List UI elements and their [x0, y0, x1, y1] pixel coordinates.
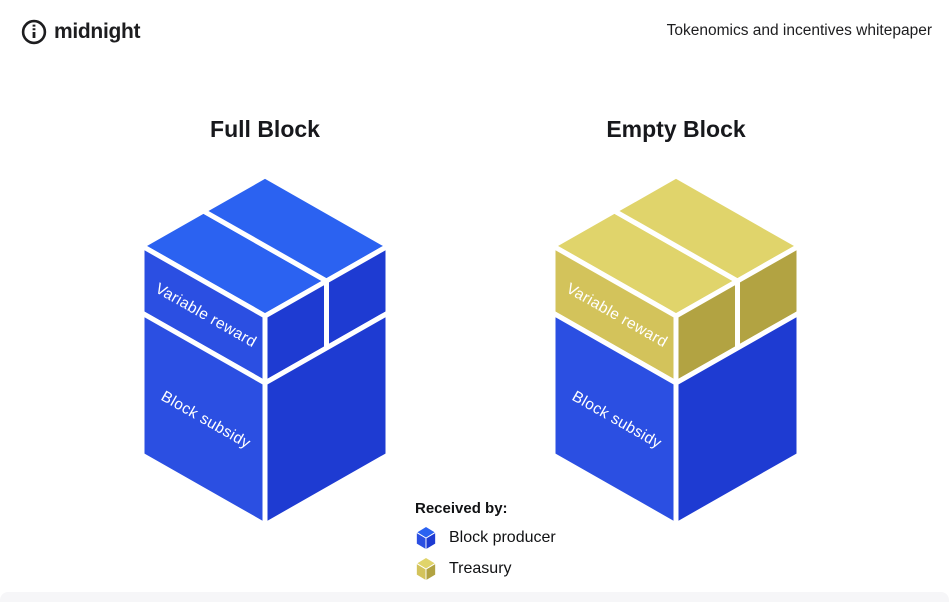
empty-block-block-subsidy-right-face: [673, 310, 802, 528]
treasury-cube-icon: [415, 557, 437, 582]
midnight-logo-icon: [21, 19, 47, 45]
legend-label-block-producer: Block producer: [449, 529, 556, 546]
logo-wordmark: midnight: [54, 20, 141, 43]
header: midnight Tokenomics and incentives white…: [0, 0, 949, 64]
legend-item-treasury: Treasury: [415, 556, 556, 582]
legend-label-treasury: Treasury: [449, 560, 512, 577]
legend-item-block-producer: Block producer: [415, 525, 556, 551]
legend-title: Received by:: [415, 500, 508, 517]
page-bottom-edge: [0, 592, 949, 602]
full-block-block-subsidy-right-face: [262, 310, 391, 528]
midnight-logo: midnight: [21, 19, 141, 45]
full-block-title: Full Block: [210, 116, 320, 142]
block-producer-cube-icon: [415, 526, 437, 551]
empty-block-title: Empty Block: [606, 116, 746, 142]
document-title: Tokenomics and incentives whitepaper: [666, 22, 932, 39]
legend: Received by: Block producer Treasury: [415, 500, 556, 587]
